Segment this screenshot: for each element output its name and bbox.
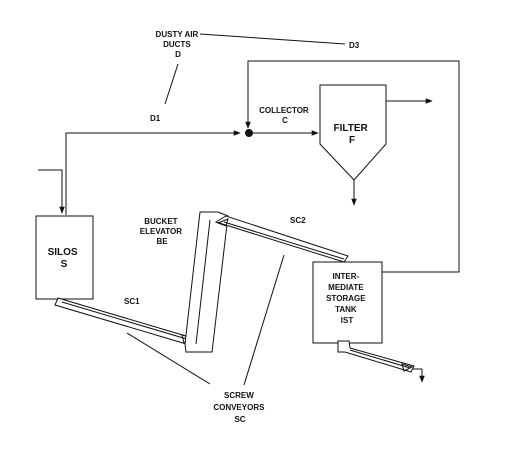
storage-tank-box [312, 261, 383, 344]
silos-box [35, 215, 94, 300]
label-bucket-elevator: BUCKET ELEVATOR BE [140, 217, 184, 246]
label-sc1: SC1 [124, 297, 140, 306]
duct-leader-lines [164, 33, 346, 105]
label-sc2: SC2 [290, 216, 306, 225]
label-d1: D1 [150, 114, 161, 123]
label-filter: FILTER F [333, 123, 370, 146]
duct-d3 [245, 60, 460, 273]
bucket-elevator [184, 211, 229, 353]
label-d3: D3 [349, 41, 360, 50]
screw-conveyor-leader-lines [126, 254, 285, 386]
label-screw-conveyors: SCREW CONVEYORS SC [213, 391, 266, 424]
silos-inlet-arrow [38, 169, 65, 214]
screw-conveyor-sc2 [214, 215, 349, 263]
label-storage-tank: INTER- MEDIATE STORAGE TANK IST [326, 272, 368, 325]
filter-unit [319, 84, 433, 206]
collector-node [245, 129, 253, 137]
duct-d1 [65, 130, 241, 215]
label-dusty-air-ducts: DUSTY AIR DUCTS D [156, 30, 201, 59]
label-silos: SILOS S [48, 247, 81, 270]
label-collector: COLLECTOR C [259, 106, 311, 125]
screw-conveyor-output [337, 340, 425, 383]
